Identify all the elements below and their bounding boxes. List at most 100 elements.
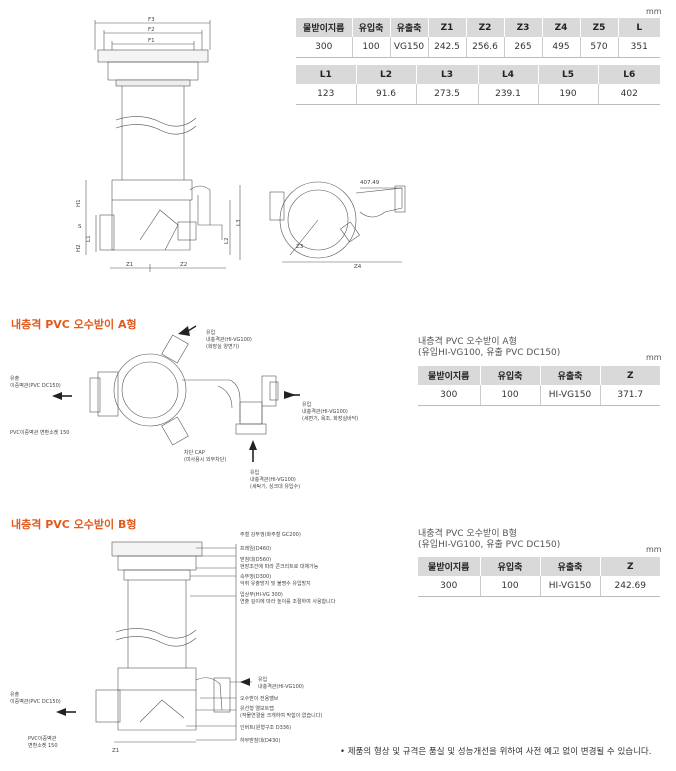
b-inlet-2: 내충격관(HI-VG100) [258, 683, 304, 690]
drawing-type-a [89, 334, 279, 446]
td-z5: 570 [580, 37, 619, 58]
td-b-diameter: 300 [418, 576, 481, 597]
th-a-outlet: 유출축 [540, 366, 601, 385]
b-adapter-1: PVC이중벽관 [28, 735, 57, 742]
a-bottom-inlet-1: 유입 [250, 469, 259, 476]
dim-l1: L1 [86, 235, 92, 242]
unit-label-top: mm [646, 7, 662, 16]
td-outlet: VG150 [390, 37, 429, 58]
th-z2: Z2 [466, 18, 505, 37]
b-inlet-1: 유입 [258, 676, 267, 683]
b-trap-1: 유선형 엘보트랩 [240, 705, 274, 712]
td-l5: 190 [538, 84, 599, 105]
dim-z3: Z3 [296, 244, 304, 250]
spec-table-lengths: L1 L2 L3 L4 L5 L6 123 91.6 273.5 239.1 1… [296, 65, 660, 105]
td-l: 351 [618, 37, 660, 58]
table-row: 300 100 VG150 242.5 256.6 265 495 570 35… [296, 37, 660, 58]
th-z3: Z3 [504, 18, 543, 37]
a-right-inlet-2: 내충격관(HI-VG100) [302, 408, 348, 415]
b-plate: 인버트(원형구조 D336) [240, 724, 291, 731]
td-a-z: 371.7 [600, 385, 660, 406]
td-l6: 402 [598, 84, 660, 105]
b-ring-1: 받침대(D560) [240, 556, 271, 563]
td-z1: 242.5 [428, 37, 467, 58]
b-outlet-1: 유출 [10, 691, 20, 698]
b-trap-2: (작물연결을 크게하여 막힘이 없습니다) [240, 712, 322, 719]
th-l2: L2 [356, 65, 417, 84]
b-riser-2: 연출 깊이에 따라 높이를 조절하여 사용합니다 [240, 598, 336, 605]
dim-h2: H2 [76, 244, 82, 252]
dim-h1: H1 [76, 199, 82, 207]
td-l2: 91.6 [356, 84, 417, 105]
td-a-outlet: HI-VG150 [540, 385, 601, 406]
th-b-diameter: 물받이지름 [418, 557, 481, 576]
b-dim-z1: Z1 [112, 748, 119, 754]
table-row: 123 91.6 273.5 239.1 190 402 [296, 84, 660, 105]
section-b-table-title: 내충격 PVC 오수받이 B형 (유입HI-VG100, 유출 PVC DC15… [418, 529, 560, 551]
dim-s: S [78, 224, 82, 230]
spec-table-b: 물받이지름 유입축 유출축 Z 300 100 HI-VG150 242.69 [418, 557, 660, 597]
b-ring-2: 현장조건에 따라 콘크리트로 대체가능 [240, 563, 319, 570]
th-z4: Z4 [542, 18, 581, 37]
a-right-inlet-3: (세면기, 욕조, 화장실바닥) [302, 415, 358, 422]
section-a-table-title: 내층격 PVC 오수받이 A형 (유입HI-VG100, 유출 PVC DC15… [418, 337, 560, 359]
spec-table-a: 물받이지름 유입축 유출축 Z 300 100 HI-VG150 371.7 [418, 366, 660, 406]
td-z2: 256.6 [466, 37, 505, 58]
dim-z1: Z1 [126, 262, 133, 268]
td-b-inlet: 100 [480, 576, 541, 597]
dim-z4: Z4 [354, 264, 362, 270]
th-b-z: Z [600, 557, 660, 576]
th-outlet: 유출축 [390, 18, 429, 37]
a-top-inlet-1: 유입 [206, 329, 215, 336]
b-frame: 프레임(D460) [240, 545, 271, 552]
a-top-inlet-3: (화장실 양변기) [206, 343, 239, 350]
td-b-outlet: HI-VG150 [540, 576, 601, 597]
td-inlet: 100 [352, 37, 391, 58]
a-bottom-inlet-3: (세탁기, 싱크대 유입수) [250, 483, 300, 490]
a-outlet-2: 이중벽관(PVC DC150) [10, 382, 61, 389]
dim-f3: F3 [148, 17, 155, 23]
a-bottom-inlet-2: 내충격관(HI-VG100) [250, 476, 296, 483]
dim-z2: Z2 [180, 262, 187, 268]
b-cover: 주철 강뚜껑(화주철 GC200) [240, 531, 301, 538]
th-a-z: Z [600, 366, 660, 385]
th-l3: L3 [416, 65, 479, 84]
elevation-drawing-top [85, 20, 241, 272]
dim-l3: L3 [236, 219, 242, 226]
th-a-diameter: 물받이지름 [418, 366, 481, 385]
dim-f2: F2 [148, 27, 155, 33]
th-b-outlet: 유출축 [540, 557, 601, 576]
td-z3: 265 [504, 37, 543, 58]
th-a-inlet: 유입축 [480, 366, 541, 385]
a-outlet-1: 유출 [10, 375, 20, 382]
td-b-z: 242.69 [600, 576, 660, 597]
a-top-inlet-2: 내충격관(HI-VG100) [206, 336, 252, 343]
td-z4: 495 [542, 37, 581, 58]
th-l4: L4 [478, 65, 539, 84]
b-seal-1: 속뚜껑(D300) [240, 573, 271, 580]
a-adapter: PVC이중벽관 변환소켓 150 [10, 429, 69, 436]
b-seal-2: 악취 유출방지 및 불명수 유입방지 [240, 580, 311, 587]
th-l5: L5 [538, 65, 599, 84]
td-l4: 239.1 [478, 84, 539, 105]
unit-label-b: mm [646, 545, 662, 554]
section-a-title: 내층격 PVC 오수받이 A형 [11, 318, 137, 331]
b-bottom: 하부받침대(D430) [240, 737, 280, 744]
table-row: 300 100 HI-VG150 371.7 [418, 385, 660, 406]
unit-label-a: mm [646, 353, 662, 362]
td-a-diameter: 300 [418, 385, 481, 406]
b-adapter-2: 변환소켓 150 [28, 742, 58, 749]
section-b-table-title-line1: 내충격 PVC 오수받이 B형 [418, 529, 517, 539]
th-b-inlet: 유입축 [480, 557, 541, 576]
spec-table-main: 물받이지름 유입축 유출축 Z1 Z2 Z3 Z4 Z5 L 300 100 V… [296, 18, 660, 58]
th-l1: L1 [296, 65, 357, 84]
th-l: L [618, 18, 660, 37]
section-a-table-title-line2: (유입HI-VG100, 유출 PVC DC150) [418, 348, 561, 358]
footnote: • 제품의 형상 및 규격은 품실 및 성능개선을 위하여 사전 예고 없이 변… [340, 747, 652, 757]
b-riser-1: 입상부(HI-VG 300) [240, 591, 283, 598]
th-diameter: 물받이지름 [296, 18, 353, 37]
th-inlet: 유입축 [352, 18, 391, 37]
section-b-table-title-line2: (유입HI-VG100, 유출 PVC DC150) [418, 540, 561, 550]
a-cap-2: (미사용시 외부차단) [184, 456, 226, 463]
